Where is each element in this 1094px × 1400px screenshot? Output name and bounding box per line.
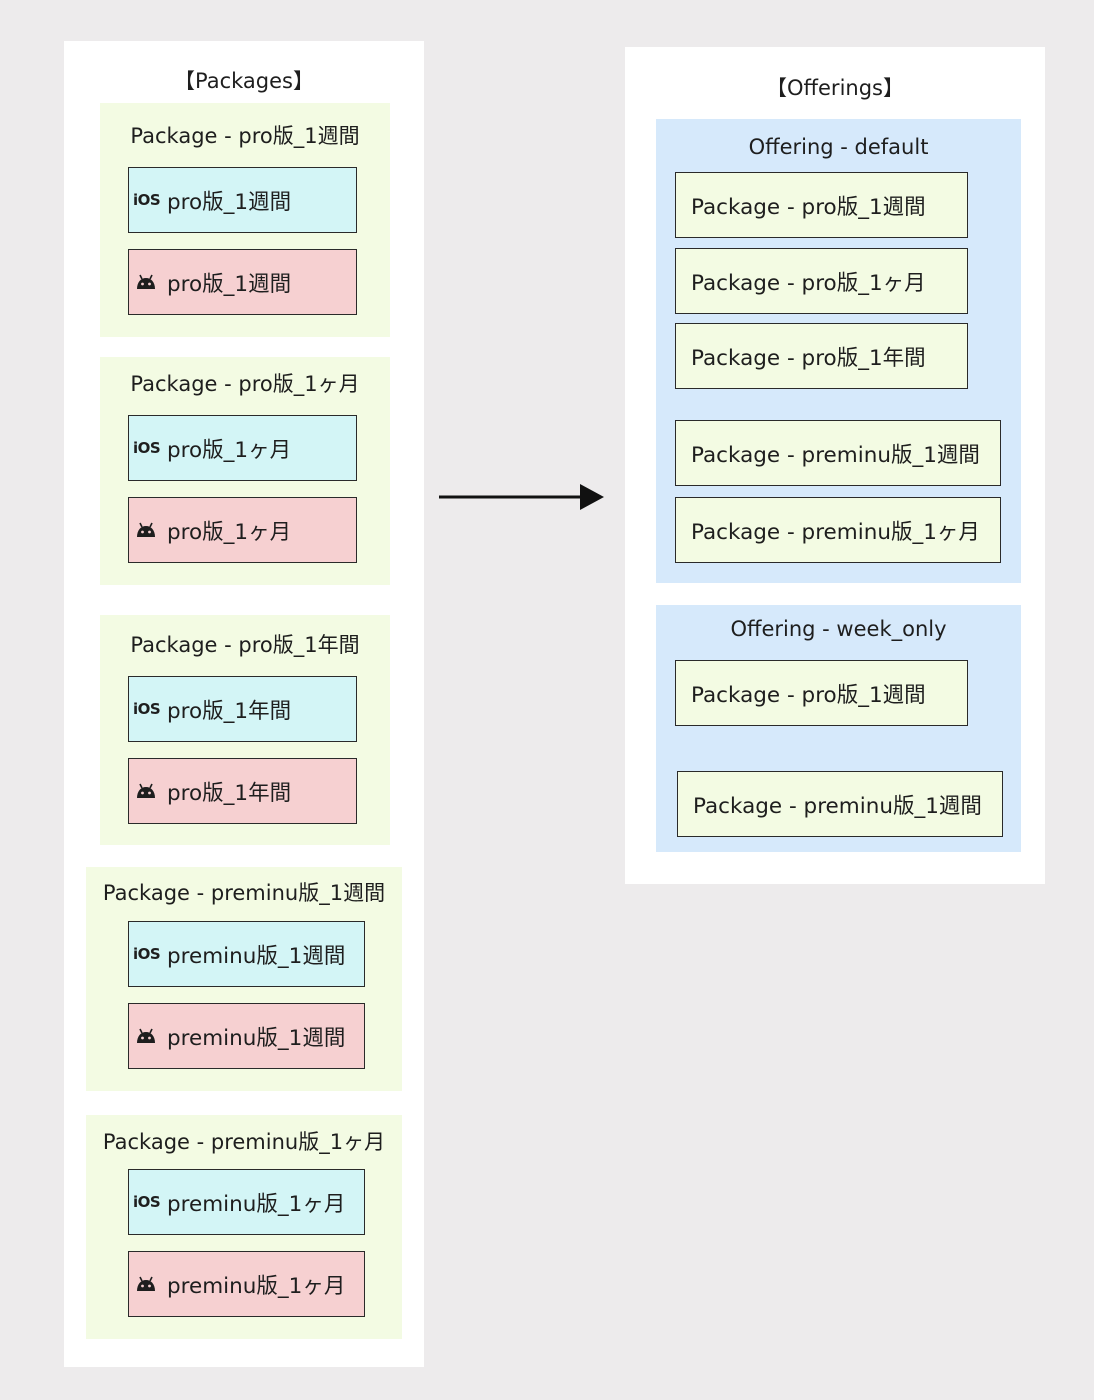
flow-arrow — [439, 484, 604, 510]
offerings-panel: 【Offerings】 Offering - default Package -… — [625, 47, 1045, 884]
android-icon — [135, 522, 167, 538]
android-product-label: pro版_1年間 — [167, 780, 292, 806]
ios-product: iOS preminu版_1ヶ月 — [128, 1169, 365, 1235]
ios-product-label: pro版_1ヶ月 — [167, 437, 292, 463]
android-product: pro版_1ヶ月 — [128, 497, 357, 563]
android-icon — [135, 783, 167, 799]
ios-product-label: pro版_1週間 — [167, 189, 292, 215]
android-product-label: pro版_1週間 — [167, 271, 292, 297]
ios-product-label: preminu版_1週間 — [167, 943, 346, 969]
android-icon — [135, 274, 167, 290]
offering-package: Package - pro版_1年間 — [675, 323, 968, 389]
offering-package: Package - preminu版_1週間 — [675, 420, 1001, 486]
android-product-label: preminu版_1ヶ月 — [167, 1273, 346, 1299]
ios-icon: iOS — [133, 191, 161, 209]
ios-product: iOS pro版_1ヶ月 — [128, 415, 357, 481]
ios-icon: iOS — [133, 700, 161, 718]
package-group-label: Package - preminu版_1ヶ月 — [102, 1130, 386, 1154]
ios-icon: iOS — [133, 1193, 161, 1211]
packages-title: 【Packages】 — [174, 69, 314, 93]
ios-product-label: preminu版_1ヶ月 — [167, 1191, 346, 1217]
ios-product: iOS preminu版_1週間 — [128, 921, 365, 987]
offering-default: Offering - default Package - pro版_1週間 Pa… — [656, 119, 1021, 583]
package-group-label: Package - preminu版_1週間 — [102, 881, 386, 905]
package-group-label: Package - pro版_1ヶ月 — [130, 372, 360, 396]
ios-icon: iOS — [133, 439, 161, 457]
package-group-pro-month: Package - pro版_1ヶ月 iOS pro版_1ヶ月 pro版_1ヶ月 — [100, 357, 390, 585]
offering-package: Package - preminu版_1週間 — [677, 771, 1003, 837]
package-group-pro-week: Package - pro版_1週間 iOS pro版_1週間 pro版_1週間 — [100, 103, 390, 337]
android-product: pro版_1週間 — [128, 249, 357, 315]
android-product: preminu版_1週間 — [128, 1003, 365, 1069]
package-group-pro-year: Package - pro版_1年間 iOS pro版_1年間 pro版_1年間 — [100, 615, 390, 845]
android-product-label: preminu版_1週間 — [167, 1025, 346, 1051]
offering-label: Offering - default — [748, 135, 929, 159]
offering-package: Package - pro版_1週間 — [675, 172, 968, 238]
offering-week-only: Offering - week_only Package - pro版_1週間 … — [656, 605, 1021, 852]
android-icon — [135, 1276, 167, 1292]
ios-icon: iOS — [133, 945, 161, 963]
offering-package: Package - pro版_1週間 — [675, 660, 968, 726]
android-icon — [135, 1028, 167, 1044]
android-product: preminu版_1ヶ月 — [128, 1251, 365, 1317]
android-product: pro版_1年間 — [128, 758, 357, 824]
offering-package: Package - preminu版_1ヶ月 — [675, 497, 1001, 563]
offering-label: Offering - week_only — [730, 617, 947, 641]
packages-panel: 【Packages】 Package - pro版_1週間 iOS pro版_1… — [64, 41, 424, 1367]
package-group-preminu-week: Package - preminu版_1週間 iOS preminu版_1週間 … — [86, 867, 402, 1091]
offering-package: Package - pro版_1ヶ月 — [675, 248, 968, 314]
package-group-label: Package - pro版_1年間 — [130, 633, 360, 657]
ios-product-label: pro版_1年間 — [167, 698, 292, 724]
package-group-preminu-month: Package - preminu版_1ヶ月 iOS preminu版_1ヶ月 … — [86, 1115, 402, 1339]
package-group-label: Package - pro版_1週間 — [130, 124, 360, 148]
offerings-title: 【Offerings】 — [766, 76, 904, 100]
ios-product: iOS pro版_1週間 — [128, 167, 357, 233]
ios-product: iOS pro版_1年間 — [128, 676, 357, 742]
android-product-label: pro版_1ヶ月 — [167, 519, 292, 545]
